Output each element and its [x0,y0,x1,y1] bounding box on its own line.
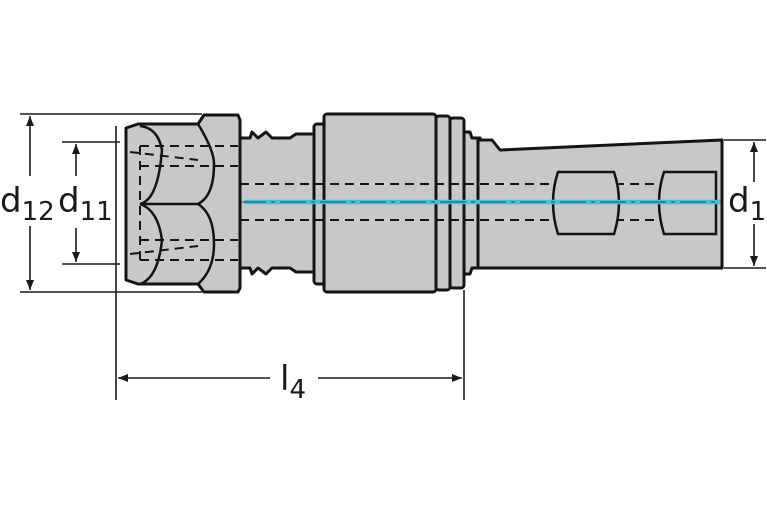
nut-face-curves [139,123,216,286]
label-d1: d1 [728,181,766,227]
nut-hidden-edges [129,145,238,261]
bore-hidden-lines [240,183,720,221]
dimensions [20,113,766,400]
label-d11: d11 [58,181,113,227]
label-l4: l4 [280,359,306,405]
dimension-labels: d12 d11 d1 l4 [0,181,766,405]
label-d12: d12 [0,181,55,227]
